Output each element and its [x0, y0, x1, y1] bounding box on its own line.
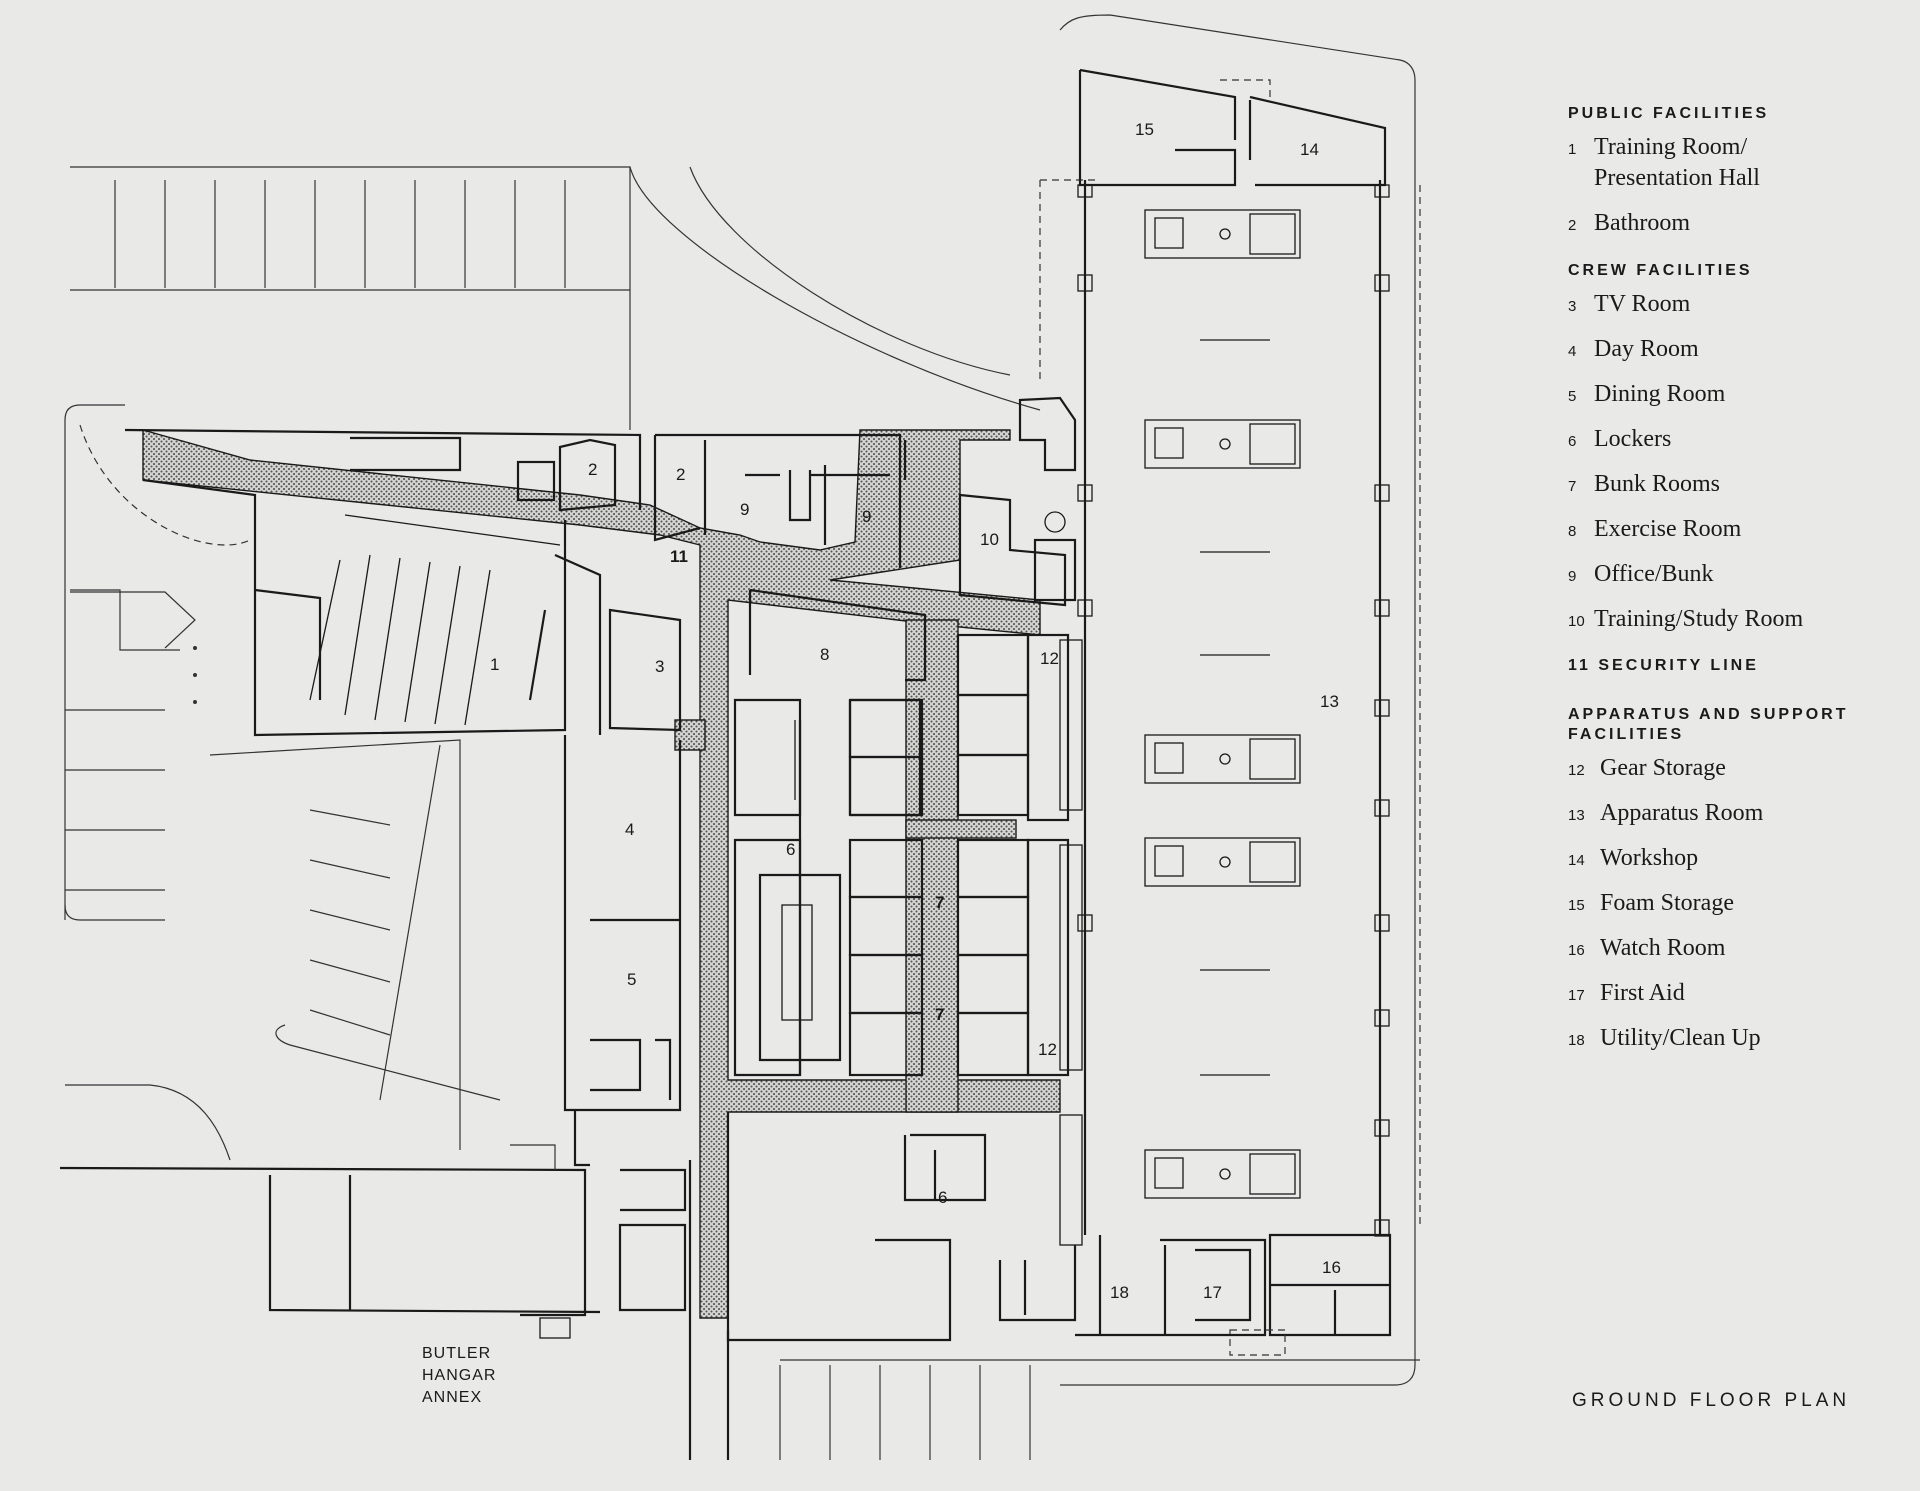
legend-item: 9 Office/Bunk [1568, 559, 1908, 590]
legend-item: 17 First Aid [1568, 978, 1908, 1009]
legend-item: 5 Dining Room [1568, 379, 1908, 410]
legend-item-label: Bunk Rooms [1594, 471, 1721, 497]
plan-title: GROUND FLOOR PLAN [1572, 1390, 1851, 1411]
legend-section-heading: CREW FACILITIES [1568, 262, 1753, 279]
room-5-number: 5 [627, 970, 636, 989]
annex-label-line-2: HANGAR [422, 1367, 496, 1384]
legend-item: 18 Utility/Clean Up [1568, 1023, 1908, 1054]
fire-truck [1144, 837, 1301, 887]
room-2b-number: 2 [676, 465, 685, 484]
legend-item-number: 7 [1568, 478, 1577, 495]
parking-lot-left [64, 404, 501, 1161]
legend-item-label: TV Room [1594, 291, 1691, 317]
legend-item-number: 18 [1568, 1032, 1585, 1049]
room-17-number: 17 [1203, 1283, 1222, 1302]
room-7a-number: 7 [935, 893, 944, 912]
building-walls [124, 396, 1392, 1342]
legend-item-number: 15 [1568, 897, 1585, 914]
room-12a-number: 12 [1040, 649, 1059, 668]
legend-item-number: 12 [1568, 762, 1585, 779]
room-13-number: 13 [1320, 692, 1339, 711]
legend-item-label: Foam Storage [1600, 890, 1734, 916]
legend-item: 12 Gear Storage [1568, 753, 1908, 784]
fire-truck [1144, 734, 1301, 784]
legend-item: 1 Training Room/ Presentation Hall [1568, 132, 1908, 194]
legend-item: 3 TV Room [1568, 289, 1908, 320]
legend-item-number: 14 [1568, 852, 1585, 869]
parking-lot-top [70, 166, 1041, 430]
room-15-number: 15 [1135, 120, 1154, 139]
room-3-number: 3 [655, 657, 664, 676]
room-10-number: 10 [980, 530, 999, 549]
legend-security-line: 11 SECURITY LINE [1568, 657, 1759, 674]
legend-item-number: 10 [1568, 613, 1585, 630]
legend-item-number: 4 [1568, 343, 1577, 360]
legend-item-number: 5 [1568, 388, 1577, 405]
room-2a-number: 2 [588, 460, 597, 479]
legend-public-facilities: PUBLIC FACILITIES 1 Training Room/ Prese… [1568, 104, 1908, 239]
room-16-number: 16 [1322, 1258, 1341, 1277]
room-11-number: 11 [670, 547, 688, 566]
legend-item-label: Utility/Clean Up [1600, 1025, 1761, 1051]
legend-item: 14 Workshop [1568, 843, 1908, 874]
legend-item: 10 Training/Study Room [1568, 604, 1908, 635]
annex-label-line-1: BUTLER [422, 1345, 491, 1362]
legend-item: 6 Lockers [1568, 424, 1908, 455]
legend-item-number: 3 [1568, 298, 1577, 315]
legend-item-number: 9 [1568, 568, 1577, 585]
legend-item-number: 1 [1568, 141, 1577, 158]
legend-item-label: Day Room [1594, 336, 1699, 362]
butler-hangar-annex [59, 1144, 1420, 1460]
legend-item-label: Exercise Room [1594, 516, 1742, 542]
legend-item-label: Workshop [1600, 845, 1699, 871]
floor-plan: BUTLER HANGAR ANNEX 1 2 2 3 4 5 6 6 7 7 … [59, 14, 1421, 1460]
room-18-number: 18 [1110, 1283, 1129, 1302]
legend-item-label: Training/Study Room [1594, 606, 1804, 632]
room-4-number: 4 [625, 820, 634, 839]
room-12b-number: 12 [1038, 1040, 1057, 1059]
legend-apparatus-facilities: APPARATUS AND SUPPORT FACILITIES 12 Gear… [1568, 705, 1908, 1054]
legend-item-number: 13 [1568, 807, 1585, 824]
fire-truck [1144, 419, 1301, 469]
room-6b-number: 6 [938, 1188, 947, 1207]
legend-item-number: 6 [1568, 433, 1577, 450]
legend-section-heading: PUBLIC FACILITIES [1568, 105, 1770, 122]
legend-item-label: Gear Storage [1600, 755, 1726, 781]
legend-item: 4 Day Room [1568, 334, 1908, 365]
legend-item-label: Dining Room [1594, 381, 1726, 407]
annex-label-line-3: ANNEX [422, 1389, 482, 1406]
legend-item-label: First Aid [1600, 980, 1685, 1006]
apparatus-bay [1039, 14, 1421, 1386]
legend-item-label: Office/Bunk [1594, 561, 1714, 587]
legend: PUBLIC FACILITIES 1 Training Room/ Prese… [1568, 104, 1908, 1076]
legend-item: 16 Watch Room [1568, 933, 1908, 964]
legend-item-label: Watch Room [1600, 935, 1726, 961]
legend-item-number: 17 [1568, 987, 1585, 1004]
legend-item: 13 Apparatus Room [1568, 798, 1908, 829]
room-9a-number: 9 [740, 500, 749, 519]
legend-item: 2 Bathroom [1568, 208, 1908, 239]
legend-item-number: 2 [1568, 217, 1577, 234]
room-14-number: 14 [1300, 140, 1319, 159]
legend-crew-facilities: CREW FACILITIES 3 TV Room 4 Day Room 5 D… [1568, 261, 1908, 635]
fire-truck [1144, 209, 1301, 259]
legend-item-label: Training Room/ Presentation Hall [1594, 134, 1760, 191]
legend-item: 15 Foam Storage [1568, 888, 1908, 919]
legend-item: 7 Bunk Rooms [1568, 469, 1908, 500]
legend-item-label: Bathroom [1594, 210, 1690, 236]
legend-item-label: Lockers [1594, 426, 1672, 452]
legend-section-heading: APPARATUS AND SUPPORT FACILITIES [1568, 706, 1849, 743]
legend-item-label: Apparatus Room [1600, 800, 1764, 826]
legend-item-number: 16 [1568, 942, 1585, 959]
room-6a-number: 6 [786, 840, 795, 859]
fire-truck [1144, 1149, 1301, 1199]
room-7b-number: 7 [935, 1005, 944, 1024]
room-9b-number: 9 [862, 507, 871, 526]
room-1-number: 1 [490, 655, 499, 674]
room-8-number: 8 [820, 645, 829, 664]
legend-item-number: 8 [1568, 523, 1577, 540]
legend-item: 8 Exercise Room [1568, 514, 1908, 545]
